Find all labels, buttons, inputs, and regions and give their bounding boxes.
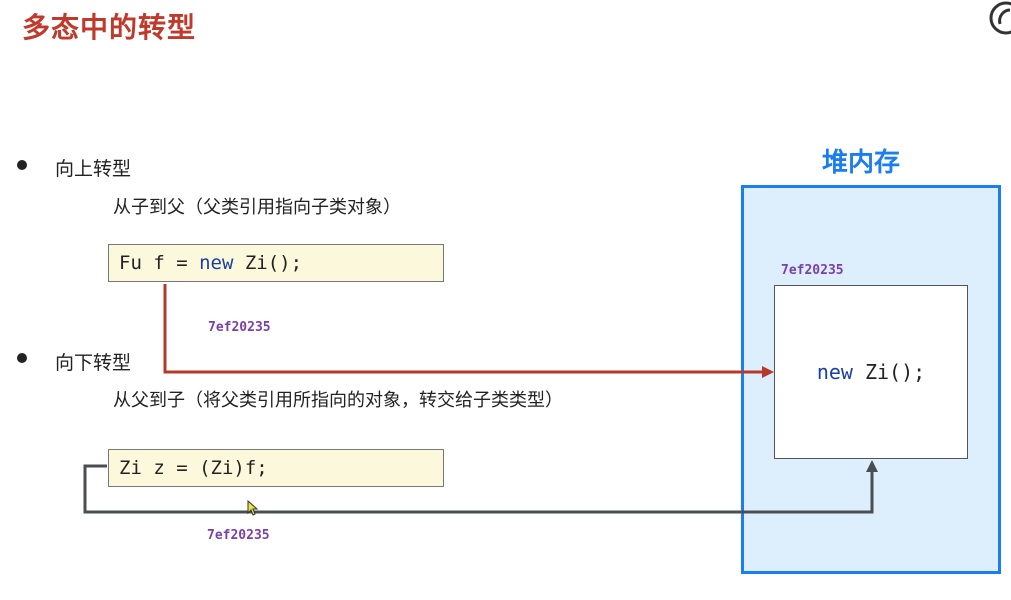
page-title: 多态中的转型 [22,11,197,44]
upcast-arrow-line [163,284,764,374]
upcast-address: 7ef20235 [208,320,271,335]
upcast-code-keyword: new [199,252,234,274]
downcast-arrowhead [866,460,878,472]
upcast-code-prefix: Fu f = [119,252,200,274]
upcast-description: 从子到父（父类引用指向子类对象） [113,197,401,218]
mouse-cursor-icon [247,500,259,516]
upcast-heading: 向上转型 [55,158,132,180]
downcast-code-box: Zi z = (Zi)f; [108,449,444,487]
heap-label: 堆内存 [822,148,901,178]
bullet-icon [17,160,27,170]
downcast-arrow-line [83,464,874,514]
object-keyword: new [816,360,853,384]
upcast-code-box: Fu f = new Zi(); [108,244,444,282]
heap-object: new Zi(); [774,285,968,459]
upcast-code-suffix: Zi(); [233,252,303,274]
object-suffix: Zi(); [852,360,926,384]
downcast-address: 7ef20235 [207,528,270,543]
logo-icon [989,1,1011,35]
downcast-description: 从父到子（将父类引用所指向的对象，转交给子类类型） [113,390,563,411]
upcast-arrowhead [762,366,774,378]
object-address: 7ef20235 [781,263,844,278]
downcast-heading: 向下转型 [55,352,132,374]
bullet-icon [17,353,27,363]
